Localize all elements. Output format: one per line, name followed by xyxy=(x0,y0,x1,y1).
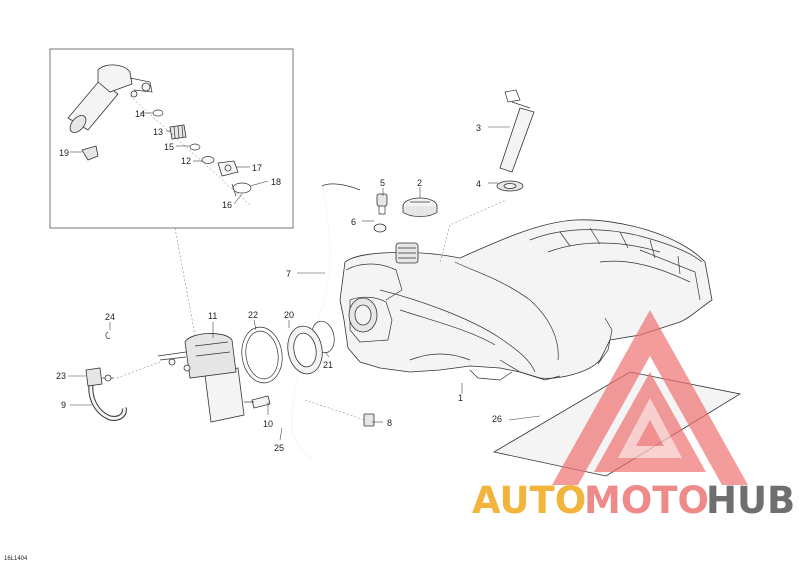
callout-20: 20 xyxy=(284,310,294,320)
nut xyxy=(363,413,375,427)
fuel-cap xyxy=(402,197,438,217)
inset-clamp-18 xyxy=(231,182,252,197)
drawing-code: 16L1404 xyxy=(4,556,28,562)
watermark-word-moto: MOTO xyxy=(584,479,709,522)
fuel-pump-module xyxy=(157,333,245,423)
callout-24: 24 xyxy=(105,312,115,322)
callout-21: 21 xyxy=(323,360,333,370)
callout-18: 18 xyxy=(271,177,281,187)
fuel-gauge-sender xyxy=(496,89,535,192)
callout-1: 1 xyxy=(458,393,463,403)
watermark-word-hub: HUB xyxy=(706,479,795,522)
inset-o-ring-15 xyxy=(189,143,201,151)
watermark-word-auto: AUTO xyxy=(472,479,586,522)
callout-14: 14 xyxy=(135,109,145,119)
callout-2: 2 xyxy=(417,178,422,188)
lock-ring xyxy=(287,325,323,375)
watermark-logo xyxy=(552,310,748,485)
callout-labels: 1 2 3 4 5 6 7 8 9 10 11 12 13 14 15 16 1… xyxy=(4,109,502,562)
inset-bracket-19 xyxy=(81,145,99,161)
callout-4: 4 xyxy=(476,179,481,189)
inset-o-ring-14 xyxy=(152,109,164,117)
fuel-line xyxy=(85,367,127,421)
vent-fitting xyxy=(373,193,388,233)
callout-15: 15 xyxy=(164,142,174,152)
callout-25: 25 xyxy=(274,443,284,453)
callout-7: 7 xyxy=(286,269,291,279)
callout-13: 13 xyxy=(153,127,163,137)
gasket xyxy=(241,326,283,384)
callout-11: 11 xyxy=(208,311,217,321)
inset-connector-17 xyxy=(217,160,239,177)
callout-9: 9 xyxy=(61,400,66,410)
callout-23: 23 xyxy=(56,371,66,381)
callout-17: 17 xyxy=(252,163,262,173)
callout-5: 5 xyxy=(380,178,385,188)
callout-3: 3 xyxy=(476,123,481,133)
inset-o-ring-12 xyxy=(201,156,215,164)
callout-22: 22 xyxy=(248,310,258,320)
clip-24 xyxy=(105,331,111,339)
callout-10: 10 xyxy=(263,419,273,429)
callout-26: 26 xyxy=(492,414,502,424)
inset-fitting-13 xyxy=(169,124,187,140)
callout-8: 8 xyxy=(387,418,392,428)
callout-19: 19 xyxy=(59,148,69,158)
pump-fitting xyxy=(244,395,271,409)
watermark-triangle-icon xyxy=(552,310,748,485)
callout-16: 16 xyxy=(222,200,232,210)
watermark-wordmark: AUTO MOTO HUB xyxy=(472,479,795,522)
detail-inset-frame xyxy=(49,48,294,229)
callout-6: 6 xyxy=(351,217,356,227)
callout-12: 12 xyxy=(181,156,191,166)
fuel-tank xyxy=(339,219,713,381)
inset-canister xyxy=(67,64,153,133)
leader-lines xyxy=(68,112,541,441)
